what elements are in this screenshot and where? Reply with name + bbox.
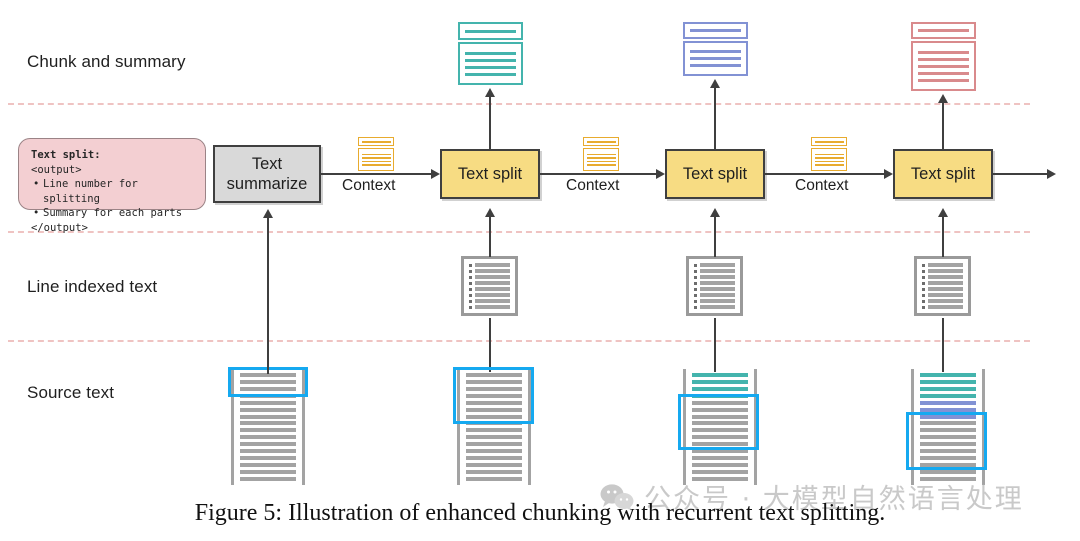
connector-source1-to-indexed1	[489, 318, 491, 372]
context-label-3: Context	[795, 177, 849, 194]
text-split-prompt-callout: Text split: <output> Line number for spl…	[18, 138, 206, 234]
row-label-chunk-and-summary: Chunk and summary	[27, 52, 186, 71]
connector-split1-to-split2	[540, 173, 656, 175]
connector-split3-to-output	[993, 173, 1047, 175]
node-text-summarize[interactable]: Text summarize	[213, 145, 321, 203]
band-divider-pipeline	[8, 231, 1030, 233]
arrowhead-output	[1047, 168, 1056, 179]
chunk-summary-icon-2	[683, 22, 748, 76]
connector-source0-to-summarize	[267, 355, 269, 374]
chunk-summary-icon-3	[911, 22, 976, 91]
context-document-icon-3	[811, 137, 847, 171]
source-document-icon-2	[683, 369, 757, 485]
arrowhead-to-split3	[884, 168, 893, 179]
highlight-box-chunk-2	[678, 394, 759, 450]
callout-bullet: Line number for splitting	[33, 177, 194, 206]
arrowhead-split3-input	[937, 208, 948, 217]
connector-indexed2-to-split2	[714, 216, 716, 257]
context-document-icon-2	[583, 137, 619, 171]
highlight-box-chunk-1	[453, 367, 534, 424]
row-label-line-indexed-text: Line indexed text	[27, 277, 158, 296]
context-document-icon-1	[358, 137, 394, 171]
connector-source3-to-indexed3	[942, 318, 944, 372]
callout-title: Text split:	[31, 149, 101, 161]
row-label-source-text: Source text	[27, 383, 115, 402]
arrowhead-chunk3	[937, 94, 948, 103]
node-text-split-2[interactable]: Text split	[665, 149, 765, 199]
figure-caption: Figure 5: Illustration of enhanced chunk…	[194, 500, 886, 526]
callout-close-tag: </output>	[31, 221, 88, 234]
arrowhead-to-split1	[431, 168, 440, 179]
arrowhead-to-split2	[656, 168, 665, 179]
line-indexed-document-icon-1	[461, 256, 518, 316]
line-indexed-document-icon-2	[686, 256, 743, 316]
connector-split1-to-chunk1	[489, 95, 491, 149]
callout-open-tag: <output>	[31, 163, 82, 176]
arrowhead-chunk2	[709, 79, 720, 88]
arrowhead-chunk1	[484, 88, 495, 97]
callout-bullet-list: Line number for splitting Summary for ea…	[31, 177, 194, 221]
connector-source0-riser	[267, 218, 269, 358]
context-label-1: Context	[342, 177, 396, 194]
connector-summarize-to-split1	[321, 173, 431, 175]
band-divider-line-indexed	[8, 340, 1030, 342]
arrowhead-split2-input	[709, 208, 720, 217]
connector-split2-to-chunk2	[714, 86, 716, 149]
band-divider-chunk-summary	[8, 103, 1030, 105]
chunk-summary-icon-1	[458, 22, 523, 85]
connector-source2-to-indexed2	[714, 318, 716, 372]
source-document-icon-3	[911, 369, 985, 485]
context-label-2: Context	[566, 177, 620, 194]
connector-split3-to-chunk3	[942, 101, 944, 149]
connector-indexed1-to-split1	[489, 216, 491, 257]
line-indexed-document-icon-3	[914, 256, 971, 316]
arrowhead-split1-input	[484, 208, 495, 217]
highlight-box-chunk-3	[906, 412, 987, 470]
connector-split2-to-split3	[765, 173, 884, 175]
connector-indexed3-to-split3	[942, 216, 944, 257]
node-text-split-3[interactable]: Text split	[893, 149, 993, 199]
node-text-split-1[interactable]: Text split	[440, 149, 540, 199]
callout-bullet: Summary for each parts	[33, 206, 194, 221]
arrowhead-summarize-input	[262, 209, 273, 218]
